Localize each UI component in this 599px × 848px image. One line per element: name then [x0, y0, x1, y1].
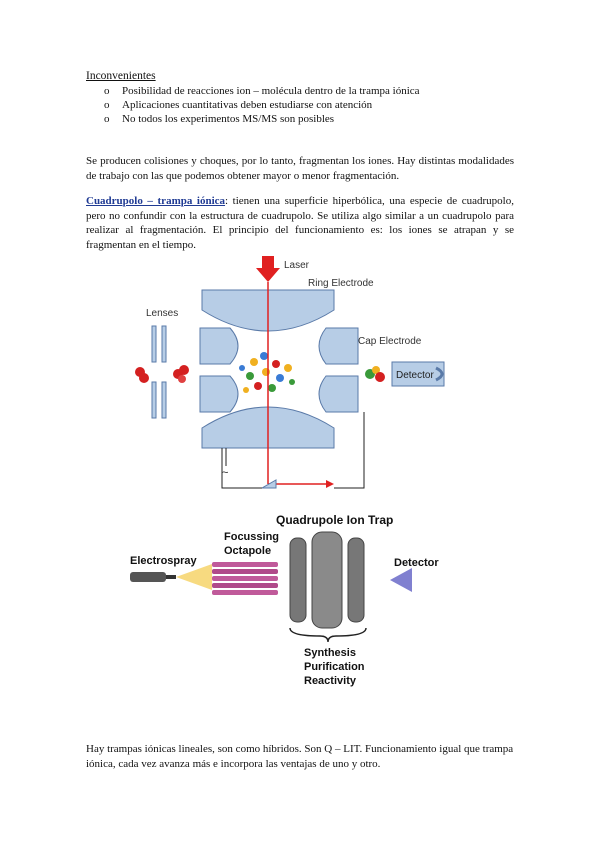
mirror-prism	[260, 479, 277, 489]
figure2-title: Quadrupole Ion Trap	[276, 513, 393, 527]
detector-label: Detector	[396, 370, 434, 381]
cap-electrode-label: Cap Electrode	[358, 336, 422, 347]
octapole-label: Octapole	[224, 545, 271, 557]
octapole-rods	[212, 562, 278, 595]
circuit-wiring	[221, 412, 365, 489]
bullet-text: Aplicaciones cuantitativas deben estudia…	[122, 99, 373, 111]
cap-electrode-right-lower	[318, 375, 359, 413]
trapped-ions	[239, 352, 295, 393]
synthesis-label: Synthesis	[304, 647, 356, 659]
bullet-list: o Posibilidad de reacciones ion – molécul…	[104, 84, 420, 126]
detector-box	[391, 361, 445, 387]
section-heading: Inconvenientes	[86, 70, 156, 82]
cap-electrode-left-lower	[199, 375, 239, 413]
paragraph-linear-traps: Hay trampas iónicas lineales, son como h…	[86, 743, 514, 770]
bracket-brace	[289, 627, 367, 643]
list-item: o Aplicaciones cuantitativas deben estudi…	[104, 98, 420, 112]
bullet-marker: o	[104, 99, 110, 111]
bullet-marker: o	[104, 113, 110, 125]
list-item: o No todos los experimentos MS/MS son pos…	[104, 112, 420, 126]
paragraph-ion-trap: Cuadrupolo – trampa iónica: tienen una s…	[86, 194, 514, 252]
electrospray-ion-trap-diagram: Quadrupole Ion Trap Focussing Octapole E…	[130, 513, 439, 687]
bullet-marker: o	[104, 85, 110, 97]
laser-arrow-icon	[256, 256, 280, 282]
lens-plate	[151, 381, 157, 419]
figure2-detector-label: Detector	[394, 557, 439, 569]
reactivity-label: Reactivity	[304, 675, 357, 687]
laser-reflect-arrow-icon	[326, 480, 334, 488]
lens-plate	[161, 381, 167, 419]
bullet-text: No todos los experimentos MS/MS son posi…	[122, 113, 335, 125]
cap-electrode-left	[199, 327, 239, 365]
detector-cone-icon	[390, 568, 412, 592]
detector-horn	[435, 366, 444, 382]
paragraph-ion-trap-text: : tienen una superficie hiperbólica, una…	[86, 195, 514, 251]
lenses-label: Lenses	[146, 308, 178, 319]
electrospray-tip	[166, 575, 176, 579]
ac-source-icon: ~	[222, 467, 228, 479]
ion-trap-diagram: Laser Ring Electrode Cap Electrode Lense…	[135, 256, 445, 489]
bullet-text: Posibilidad de reacciones ion – molécula…	[122, 85, 420, 97]
ion-trap-electrodes	[289, 531, 365, 629]
purification-label: Purification	[304, 661, 365, 673]
paragraph-collisions: Se producen colisiones y choques, por lo…	[86, 155, 514, 182]
ring-electrode-label: Ring Electrode	[308, 278, 374, 289]
exiting-ions	[365, 366, 385, 382]
lens-plate	[161, 325, 167, 363]
electrospray-needle	[130, 572, 166, 582]
spray-plume	[176, 564, 212, 590]
focussing-label: Focussing	[224, 531, 279, 543]
electrospray-label: Electrospray	[130, 555, 198, 567]
lens-plate	[151, 325, 157, 363]
cap-electrode-right	[318, 327, 359, 365]
laser-label: Laser	[284, 260, 310, 271]
list-item: o Posibilidad de reacciones ion – molécul…	[104, 84, 420, 98]
term-quadrupole-ion-trap: Cuadrupolo – trampa iónica	[86, 195, 226, 207]
incoming-ions	[135, 365, 189, 383]
